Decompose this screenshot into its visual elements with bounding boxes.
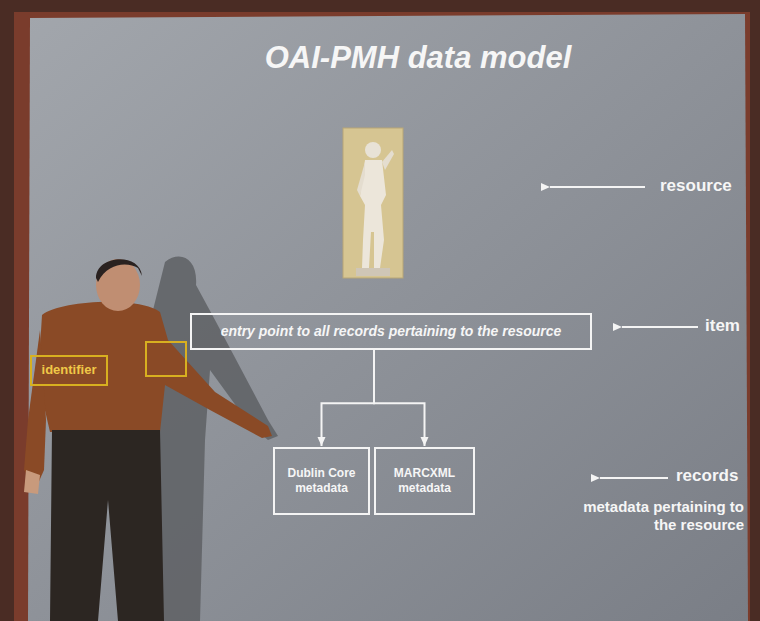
box-text: MARCXML metadata [384, 466, 465, 496]
box-text: Dublin Core metadata [283, 466, 360, 496]
box-text: entry point to all records pertaining to… [221, 323, 562, 341]
statue-image [343, 128, 403, 278]
projected-box [146, 342, 186, 376]
slide-title: OAI-PMH data model [265, 40, 572, 76]
tree-connector [374, 350, 425, 446]
callout-label: records [676, 466, 738, 486]
callout-label: resource [660, 176, 732, 196]
callout-label: metadata pertaining to the resource [564, 498, 744, 534]
record-box: MARCXML metadata [374, 447, 475, 515]
presenter-shirt [38, 302, 272, 438]
leader-arrow [600, 477, 668, 479]
record-box: Dublin Core metadata [273, 447, 370, 515]
leader-arrow [622, 326, 698, 328]
identifier-box: identifier [30, 355, 108, 386]
screen-frame [14, 12, 750, 621]
box-text: identifier [42, 362, 97, 378]
screen-surface [28, 14, 748, 621]
callout-label: item [705, 316, 740, 336]
leader-arrow [550, 186, 645, 188]
item-box: entry point to all records pertaining to… [190, 313, 592, 350]
tree-connector [322, 350, 375, 446]
presenter-trousers [50, 430, 164, 621]
